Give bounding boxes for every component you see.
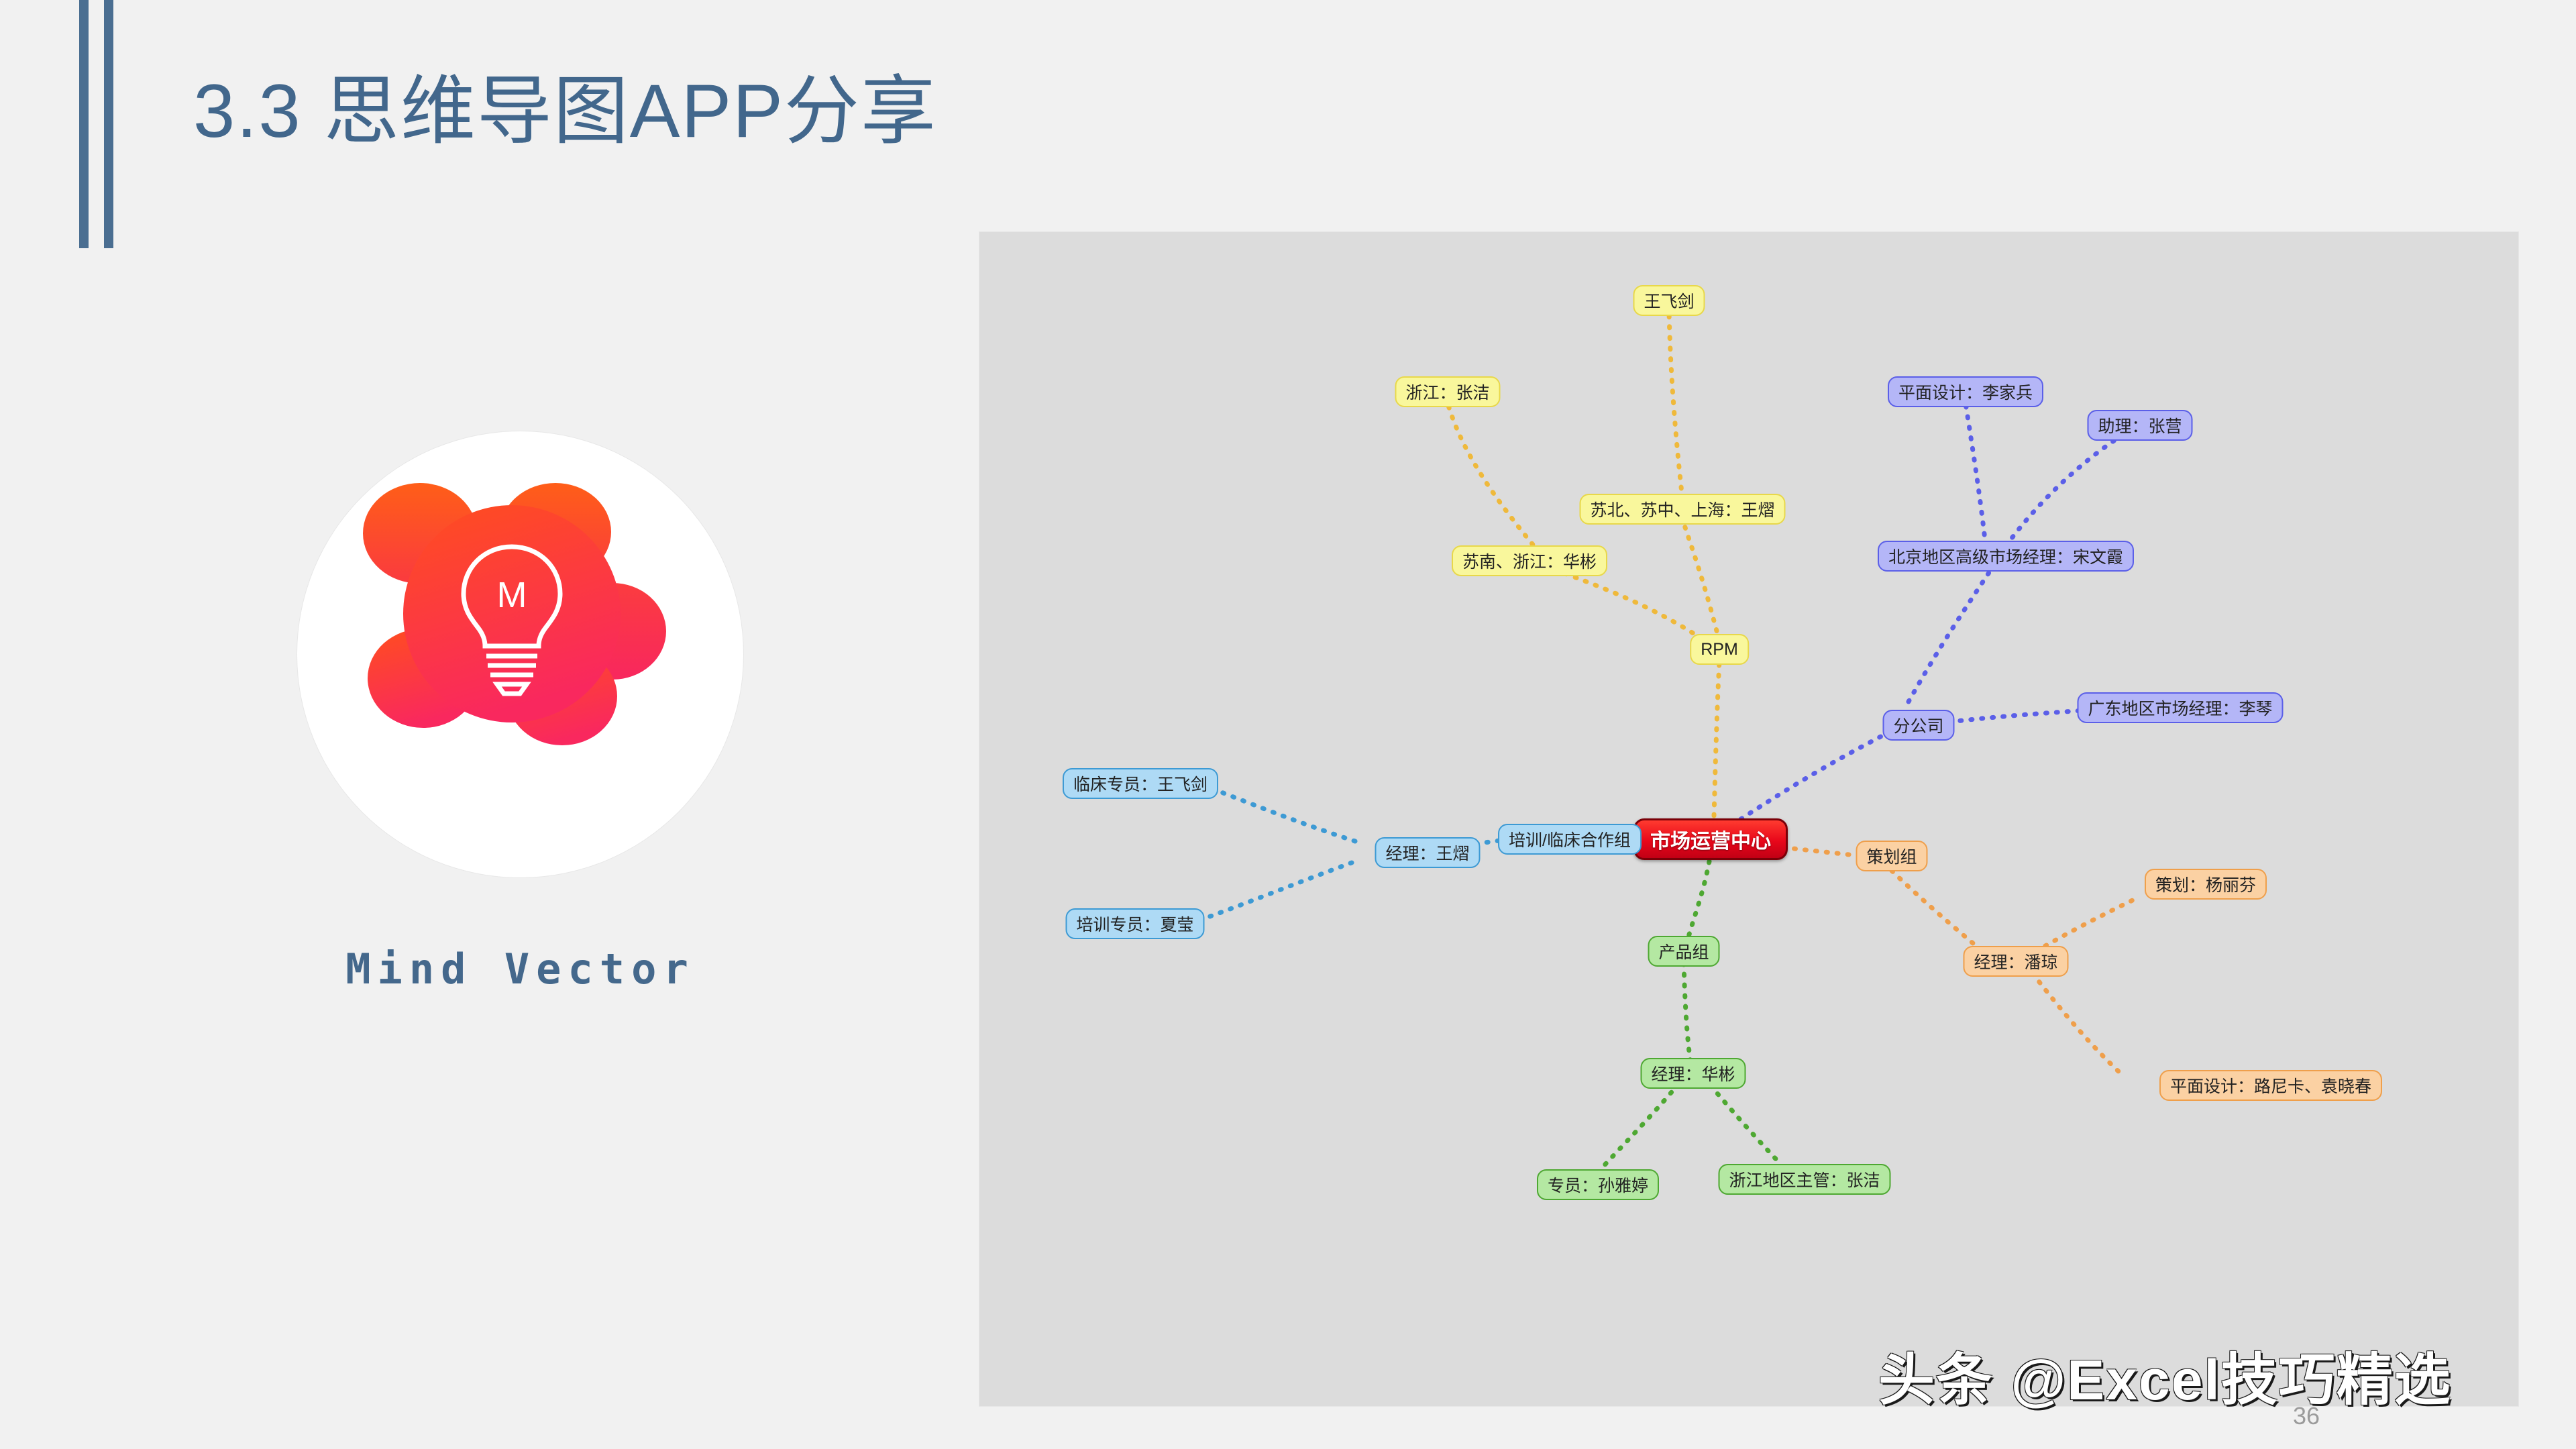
mindmap-node-training-clinical-group[interactable]: 培训/临床合作组 (1498, 824, 1642, 855)
svg-text:M: M (497, 575, 527, 615)
mindmap-node-specialist-sunyating[interactable]: 专员：孙雅婷 (1536, 1169, 1660, 1200)
app-name-label: Mind Vector (345, 945, 695, 994)
mindmap-node-beijing-senior-manager[interactable]: 北京地区高级市场经理：宋文霞 (1877, 541, 2135, 572)
mindmap-node-planning-group[interactable]: 策划组 (1856, 841, 1928, 871)
mindmap-node-assistant-zhangying[interactable]: 助理：张营 (2087, 410, 2193, 441)
mindmap-node-subei-suzhong-shanghai[interactable]: 苏北、苏中、上海：王熠 (1579, 494, 1786, 525)
page-number: 36 (2293, 1402, 2320, 1430)
mindmap-node-graphic-design-lijiabing[interactable]: 平面设计：李家兵 (1887, 376, 2044, 407)
mindmap-node-product-group[interactable]: 产品组 (1648, 936, 1720, 967)
mindmap-node-sunan-zhejiang-huabin[interactable]: 苏南、浙江：华彬 (1451, 545, 1608, 576)
mindmap-node-manager-huabin[interactable]: 经理：华彬 (1640, 1058, 1746, 1089)
mind-map-bulb-icon: M (363, 483, 666, 745)
mindmap-node-manager-wangyi[interactable]: 经理：王熠 (1375, 837, 1481, 868)
watermark-text: 头条 @Excel技巧精选 (1878, 1348, 2452, 1411)
mindmap-node-root[interactable]: 市场运营中心 (1633, 818, 1788, 860)
mindmap-node-training-specialist-xiaying[interactable]: 培训专员：夏莹 (1065, 908, 1205, 939)
mindmap-image: 市场运营中心 RPM 王飞剑 苏北、苏中、上海：王熠 浙江：张洁 苏南、浙江：华… (979, 232, 2518, 1406)
title-accent-bar-right (104, 0, 113, 248)
mindmap-node-fengongsi[interactable]: 分公司 (1882, 710, 1955, 741)
mindmap-node-zhejiang-supervisor-zhangjie[interactable]: 浙江地区主管：张洁 (1718, 1164, 1891, 1195)
mindmap-node-zhejiang-zhangjie[interactable]: 浙江：张洁 (1395, 376, 1501, 407)
mindmap-node-manager-panqiong[interactable]: 经理：潘琼 (1963, 946, 2069, 977)
mindmap-node-wangfeijian-rpm[interactable]: 王飞剑 (1633, 285, 1705, 316)
mindmap-node-graphic-design-lunika-yuanxiaochun[interactable]: 平面设计：路尼卡、袁晓春 (2159, 1070, 2383, 1101)
mindmap-node-rpm[interactable]: RPM (1690, 634, 1749, 665)
page-title: 3.3 思维导图APP分享 (193, 69, 937, 153)
mindmap-node-guangdong-manager-liqin[interactable]: 广东地区市场经理：李琴 (2077, 692, 2284, 723)
title-accent-bar-left (79, 0, 89, 248)
mindmap-node-clinical-specialist-wangfeijian[interactable]: 临床专员：王飞剑 (1062, 768, 1219, 799)
mindmap-node-planner-yanglifen[interactable]: 策划：杨丽芬 (2144, 869, 2267, 900)
